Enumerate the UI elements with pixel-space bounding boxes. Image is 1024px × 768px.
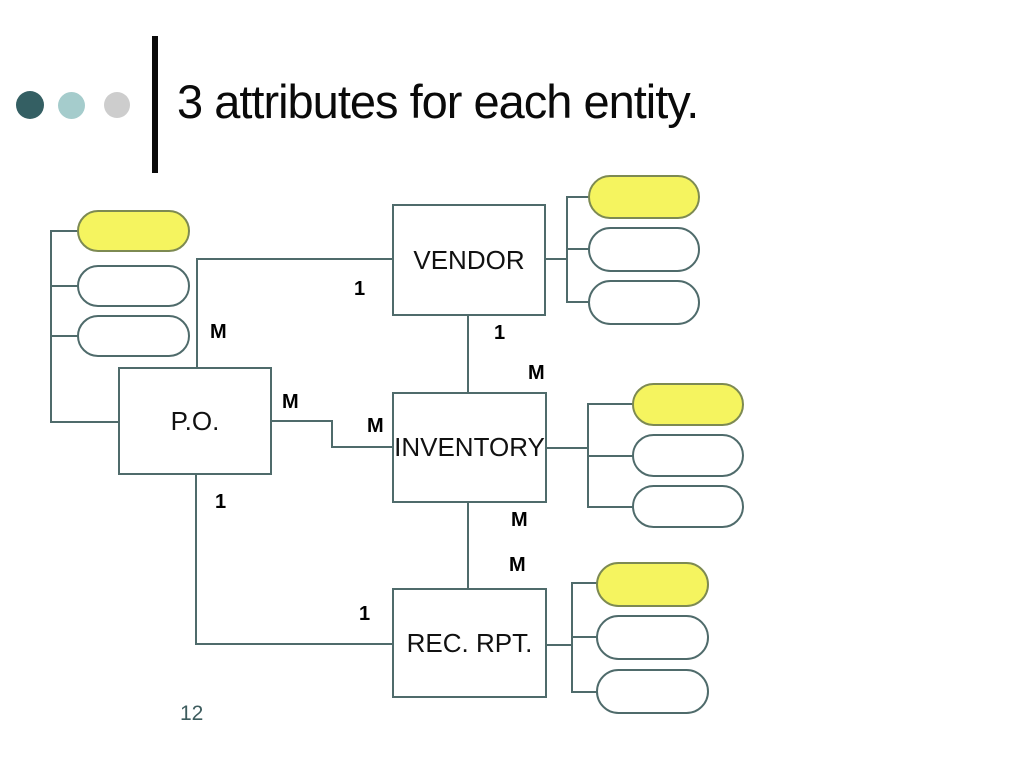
connector-po-recrpt-horizontal [195, 643, 393, 645]
recrpt-attribute-oval-1-highlighted [596, 562, 709, 607]
cardinality-po-recrpt-po-end: 1 [215, 491, 227, 513]
title-bullet-dot-1 [16, 91, 44, 119]
po-attr-stub-2 [50, 285, 78, 287]
cardinality-vendor-po-po-end: M [210, 321, 227, 343]
recrpt-attr-connector [547, 644, 573, 646]
po-attribute-oval-1-highlighted [77, 210, 190, 252]
entity-label-inventory: INVENTORY [394, 432, 545, 462]
connector-po-recrpt-vertical [195, 475, 197, 645]
connector-po-inventory-seg2 [331, 420, 333, 448]
po-attr-stub-3 [50, 335, 78, 337]
po-attr-stub-1 [50, 230, 78, 232]
po-attribute-oval-2 [77, 265, 190, 307]
vendor-attr-stub-2 [566, 248, 590, 250]
entity-box-vendor: VENDOR [392, 204, 546, 316]
po-attr-spine [50, 230, 52, 423]
connector-vendor-po-vertical [196, 258, 198, 368]
cardinality-inventory-recrpt-inventory-end: M [511, 509, 528, 531]
connector-po-inventory-seg1 [272, 420, 333, 422]
slide-title: 3 attributes for each entity. [177, 75, 699, 128]
inventory-attr-stub-2 [587, 455, 633, 457]
page-number: 12 [180, 702, 204, 725]
po-attr-connector [50, 421, 118, 423]
entity-label-recrpt: REC. RPT. [406, 627, 533, 658]
inventory-attribute-oval-3 [632, 485, 744, 528]
vendor-attr-stub-1 [566, 196, 590, 198]
cardinality-vendor-inventory-vendor-end: 1 [494, 322, 506, 344]
title-bullet-dot-2 [58, 92, 85, 119]
recrpt-attr-stub-2 [571, 636, 597, 638]
vendor-attribute-oval-2 [588, 227, 700, 272]
recrpt-attr-stub-3 [571, 691, 597, 693]
vendor-attribute-oval-3 [588, 280, 700, 325]
recrpt-attr-stub-1 [571, 582, 597, 584]
cardinality-vendor-po-vendor-end: 1 [354, 278, 366, 300]
inventory-attribute-oval-1-highlighted [632, 383, 744, 426]
recrpt-attribute-oval-2 [596, 615, 709, 660]
cardinality-inventory-recrpt-recrpt-end: M [509, 554, 526, 576]
cardinality-po-inventory-inventory-end: M [367, 415, 384, 437]
title-bullet-dot-3 [104, 92, 130, 118]
inventory-attr-stub-1 [587, 403, 633, 405]
po-attribute-oval-3 [77, 315, 190, 357]
recrpt-attribute-oval-3 [596, 669, 709, 714]
cardinality-vendor-inventory-inventory-end: M [528, 362, 545, 384]
inventory-attr-stub-3 [587, 506, 633, 508]
inventory-attr-connector [547, 447, 589, 449]
entity-box-po: P.O. [118, 367, 272, 475]
vendor-attr-stub-3 [566, 301, 590, 303]
connector-inventory-recrpt-vertical [467, 502, 469, 589]
vendor-attribute-oval-1-highlighted [588, 175, 700, 219]
connector-vendor-po-horizontal [196, 258, 394, 260]
entity-box-recrpt: REC. RPT. [392, 588, 547, 698]
entity-label-vendor: VENDOR [413, 244, 525, 275]
entity-box-inventory: INVENTORY [392, 392, 547, 503]
connector-vendor-inventory-vertical [467, 315, 469, 393]
cardinality-po-inventory-po-end: M [282, 391, 299, 413]
vendor-attr-connector [546, 258, 568, 260]
connector-po-inventory-seg3 [331, 446, 393, 448]
entity-label-po: P.O. [170, 405, 220, 436]
inventory-attribute-oval-2 [632, 434, 744, 477]
cardinality-po-recrpt-recrpt-end: 1 [359, 603, 371, 625]
title-accent-bar [152, 36, 158, 173]
